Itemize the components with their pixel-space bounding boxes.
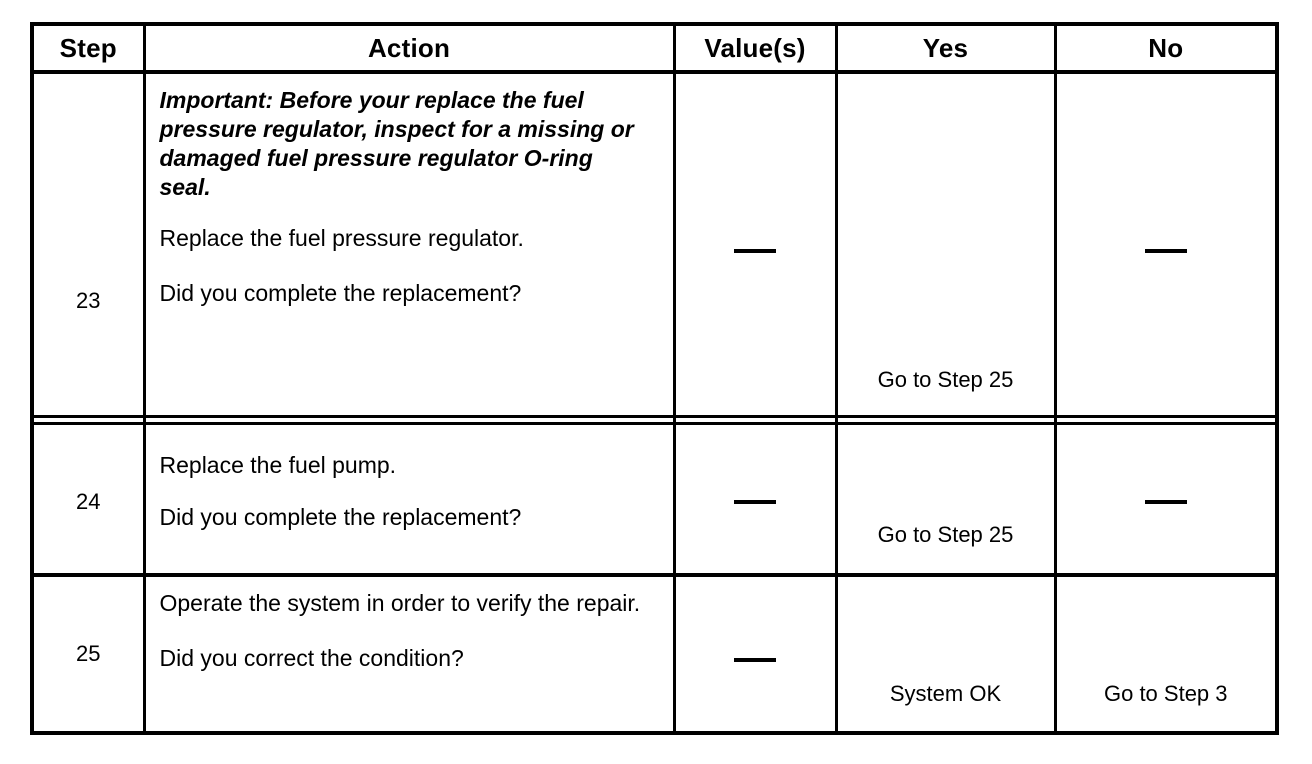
yes-cell: Go to Step 25 (834, 423, 1057, 577)
row-separator-segment (142, 416, 676, 425)
action-cell: Operate the system in order to verify th… (142, 575, 676, 733)
yes-branch-target: System OK (889, 681, 1002, 706)
em-dash-icon (734, 499, 776, 504)
no-cell (1053, 423, 1277, 577)
row-separator-double (32, 416, 1277, 425)
yes-cell: System OK (834, 575, 1057, 733)
yes-branch-target: Go to Step 25 (877, 367, 1014, 392)
diagnostic-step-table: Step Action Value(s) Yes No 23 Impor (30, 22, 1279, 735)
table-header-row: Step Action Value(s) Yes No (32, 24, 1277, 74)
row-separator-segment (32, 416, 146, 425)
step-number: 24 (76, 488, 101, 514)
action-important-note: Important: Before your replace the fuel … (159, 87, 634, 200)
column-header-action: Action (142, 24, 676, 74)
no-cell: Go to Step 3 (1053, 575, 1277, 733)
action-question: Did you complete the replacement? (159, 504, 522, 531)
table-row: 25 Operate the system in order to verify… (32, 575, 1277, 733)
em-dash-icon (1144, 249, 1187, 253)
value-cell (672, 72, 838, 418)
action-instruction: Replace the fuel pressure regulator. (159, 224, 524, 251)
table-row: 24 Replace the fuel pump. Did you comple… (32, 423, 1277, 577)
step-cell: 25 (32, 575, 146, 733)
action-cell: Replace the fuel pump. Did you complete … (142, 423, 676, 577)
step-number: 23 (76, 288, 101, 313)
action-instruction: Replace the fuel pump. (159, 451, 397, 478)
action-instruction: Operate the system in order to verify th… (159, 590, 641, 616)
row-separator-segment (1053, 416, 1277, 425)
em-dash-icon (734, 658, 776, 662)
column-header-yes: Yes (834, 24, 1057, 74)
action-question: Did you complete the replacement? (159, 279, 522, 306)
value-cell (672, 575, 838, 733)
column-header-value: Value(s) (672, 24, 838, 74)
action-question: Did you correct the condition? (159, 644, 464, 671)
no-cell (1053, 72, 1277, 418)
column-header-no: No (1053, 24, 1277, 74)
yes-cell: Go to Step 25 (834, 72, 1057, 418)
step-cell: 24 (32, 423, 146, 577)
value-cell (672, 423, 838, 577)
row-separator-segment (834, 416, 1057, 425)
row-separator-segment (672, 416, 838, 425)
yes-branch-target: Go to Step 25 (877, 521, 1014, 547)
em-dash-icon (734, 249, 776, 253)
action-cell: Important: Before your replace the fuel … (142, 72, 676, 418)
no-branch-target: Go to Step 3 (1103, 681, 1228, 706)
column-header-step: Step (32, 24, 146, 74)
step-cell: 23 (32, 72, 146, 418)
em-dash-icon (1144, 499, 1187, 504)
table-row: 23 Important: Before your replace the fu… (32, 72, 1277, 418)
step-number: 25 (76, 641, 101, 666)
